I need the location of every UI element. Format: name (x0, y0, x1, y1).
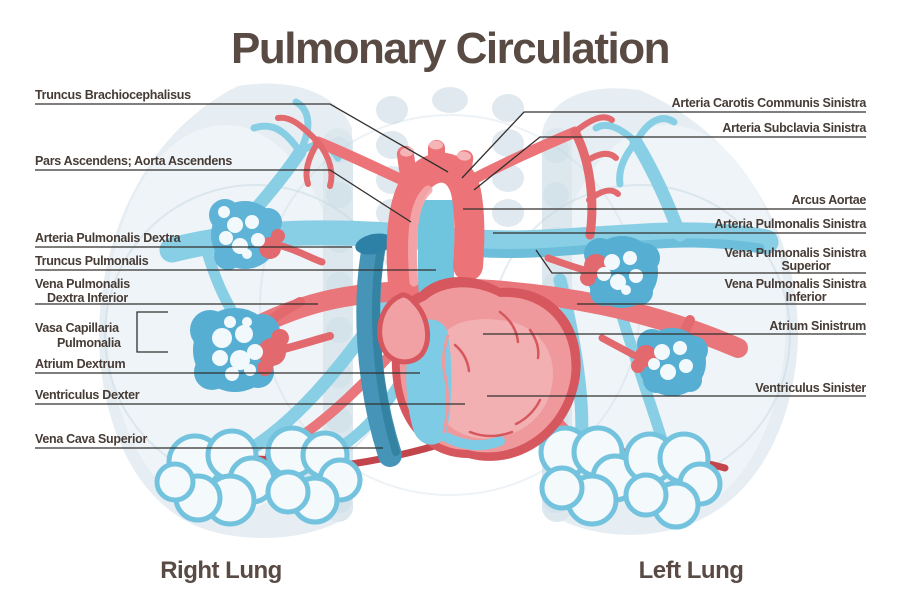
label-vena-cava-superior: Vena Cava Superior (35, 432, 147, 446)
leader-vena-pulm-sin-superior (535, 249, 866, 274)
heart-illustration (377, 276, 581, 461)
capillary-cluster-left-mid (598, 328, 708, 396)
right-lung-caption: Right Lung (160, 557, 282, 584)
label-vena-pulm-sin-sup-line2: Superior (782, 259, 831, 273)
left-lung-caption: Left Lung (639, 557, 744, 584)
label-vena-pulm-sin-inf-line1: Vena Pulmonalis Sinistra (725, 277, 868, 291)
label-atrium-dextrum: Atrium Dextrum (35, 357, 125, 371)
label-vena-pulmonalis-line2: Dextra Inferior (47, 291, 128, 305)
aortic-arch (386, 140, 485, 327)
label-ventriculus-sinister: Ventriculus Sinister (755, 381, 866, 395)
label-atrium-sinistrum: Atrium Sinistrum (769, 319, 866, 333)
heart-auricle (377, 292, 431, 365)
leader-pars-ascendens (35, 169, 412, 223)
sac-group-2 (265, 425, 363, 525)
leader-arteria-subclavia (473, 136, 866, 191)
label-pars-ascendens: Pars Ascendens; Aorta Ascendens (35, 154, 232, 168)
leader-truncus-brachiocephalisus (35, 103, 449, 173)
bracket-vasa-capillaria (136, 311, 168, 353)
vena-cava-vessel (355, 233, 402, 467)
left-label-column: Truncus Brachiocephalisus Pars Ascendens… (35, 88, 233, 446)
leader-arteria-carotis (461, 111, 866, 179)
label-vena-pulm-sin-sup-line1: Vena Pulmonalis Sinistra (725, 246, 868, 260)
right-label-column: Arteria Carotis Communis Sinistra Arteri… (672, 96, 868, 395)
diagram-title: Pulmonary Circulation (231, 24, 669, 73)
label-truncus-brachiocephalisus: Truncus Brachiocephalisus (35, 88, 191, 102)
label-vena-pulmonalis-line1: Vena Pulmonalis (35, 277, 130, 291)
label-arteria-pulmonalis-dextra: Arteria Pulmonalis Dextra (35, 231, 182, 245)
sac-group-4 (623, 431, 723, 530)
capillary-cluster-right-upper (209, 199, 326, 270)
label-vasa-capillaria-line2: Pulmonalia (57, 336, 122, 350)
label-arteria-subclavia: Arteria Subclavia Sinistra (722, 121, 867, 135)
label-ventriculus-dexter: Ventriculus Dexter (35, 388, 140, 402)
label-vasa-capillaria-line1: Vasa Capillaria (35, 321, 120, 335)
alveolar-sacs (154, 425, 723, 530)
leader-lines (35, 103, 866, 449)
myocardium-ridges (453, 310, 542, 438)
label-truncus-pulmonalis: Truncus Pulmonalis (35, 254, 149, 268)
label-arcus-aortae: Arcus Aortae (792, 193, 867, 207)
label-arteria-carotis: Arteria Carotis Communis Sinistra (672, 96, 868, 110)
label-arteria-pulmonalis-sinistra: Arteria Pulmonalis Sinistra (714, 217, 867, 231)
label-vena-pulm-sin-inf-line2: Inferior (786, 290, 827, 304)
sac-group-1 (154, 428, 277, 527)
capillary-cluster-right-mid (190, 308, 334, 392)
